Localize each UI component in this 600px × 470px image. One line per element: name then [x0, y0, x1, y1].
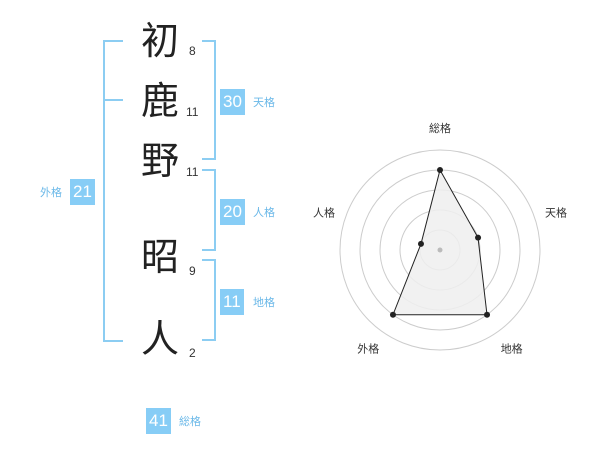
- radar-axis-label-3: 地格: [501, 342, 523, 356]
- chikaku-bracket: [202, 259, 216, 341]
- name-char-1: 初: [140, 19, 179, 63]
- jinkaku-value-badge: 20: [220, 199, 245, 225]
- radar-axis-label-1: 総格: [429, 121, 451, 135]
- jinkaku-label: 人格: [253, 206, 275, 219]
- jinkaku-bracket: [202, 169, 216, 251]
- radar-area: [392, 168, 488, 316]
- name-char-5: 人: [140, 317, 179, 361]
- tenkaku-bracket: [202, 40, 216, 160]
- radar-ring-5: [339, 149, 541, 351]
- radar-axis-label-4: 外格: [357, 342, 379, 356]
- radar-point-4: [389, 311, 396, 318]
- gaikaku-value-badge: 21: [70, 179, 95, 205]
- radar-series: [389, 167, 491, 318]
- radar-point-5: [417, 240, 424, 247]
- tenkaku-label: 天格: [253, 96, 275, 109]
- soukaku-value-badge: 41: [146, 408, 171, 434]
- gaikaku-bracket-mid-tick: [103, 99, 123, 101]
- stroke-count-1: 8: [189, 44, 196, 58]
- radar-point-2: [475, 234, 482, 241]
- stroke-count-4: 9: [189, 264, 196, 278]
- radar-center-dot: [437, 247, 443, 253]
- radar-axis-label-5: 人格: [313, 205, 335, 219]
- radar-point-1: [437, 167, 443, 173]
- stroke-count-3: 11: [186, 165, 199, 179]
- name-char-2: 鹿: [140, 79, 179, 123]
- chikaku-value-badge: 11: [220, 289, 244, 315]
- name-char-3: 野: [140, 139, 179, 183]
- tenkaku-value-badge: 30: [220, 89, 245, 115]
- name-char-4: 昭: [140, 235, 179, 279]
- stroke-count-5: 2: [189, 346, 196, 360]
- gaikaku-bracket: [103, 40, 123, 342]
- chikaku-label: 地格: [253, 296, 275, 309]
- radar-axis-label-2: 天格: [545, 205, 567, 219]
- soukaku-label: 総格: [179, 415, 201, 428]
- gaikaku-label: 外格: [40, 186, 62, 199]
- radar-point-3: [484, 311, 491, 318]
- stroke-count-2: 11: [186, 105, 199, 119]
